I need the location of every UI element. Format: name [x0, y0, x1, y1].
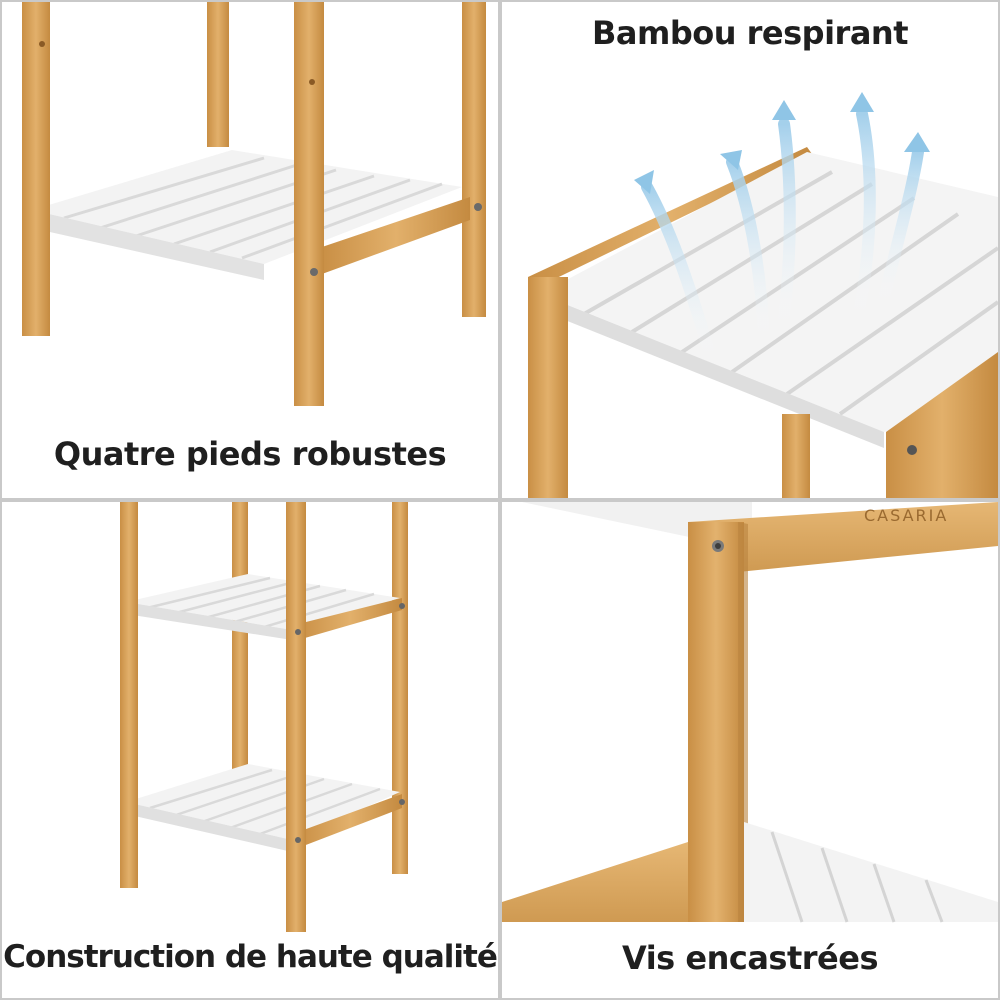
panel-construction: Construction de haute qualité [2, 502, 498, 998]
panel-quatre-pieds: Quatre pieds robustes [2, 2, 498, 498]
airflow-arrows [641, 108, 924, 368]
recessed-screw-closeup [502, 502, 998, 923]
shelf-top [32, 150, 462, 264]
panel-caption: Quatre pieds robustes [53, 435, 447, 473]
vertical-post [688, 522, 744, 922]
side-rail [322, 197, 470, 274]
shelf-front-edge [540, 294, 884, 448]
panel-bambou-respirant: Bambou respirant [502, 2, 998, 498]
back-leg [782, 414, 810, 498]
front-right-leg [294, 2, 324, 406]
top-rail [688, 502, 998, 572]
shelf-front-edge [32, 210, 264, 280]
two-shelf-illustration [120, 502, 408, 932]
panel-caption: Construction de haute qualité [3, 939, 498, 975]
shelf-legs-illustration [22, 2, 486, 406]
panel-caption: Vis encastrées [622, 939, 878, 977]
back-left-leg [207, 2, 229, 147]
front-left-leg [22, 2, 50, 336]
right-frame [886, 352, 998, 498]
left-leg [528, 277, 568, 498]
airflow-arrowheads [634, 92, 930, 194]
breathable-shelf-illustration [528, 92, 998, 498]
brand-engraving: CASARIA [864, 506, 949, 525]
lower-shelf [744, 822, 998, 922]
panel-vis-encastrees: CASARIA Vis encastrées [502, 502, 998, 998]
back-right-leg [462, 2, 486, 317]
panel-caption: Bambou respirant [592, 14, 909, 52]
